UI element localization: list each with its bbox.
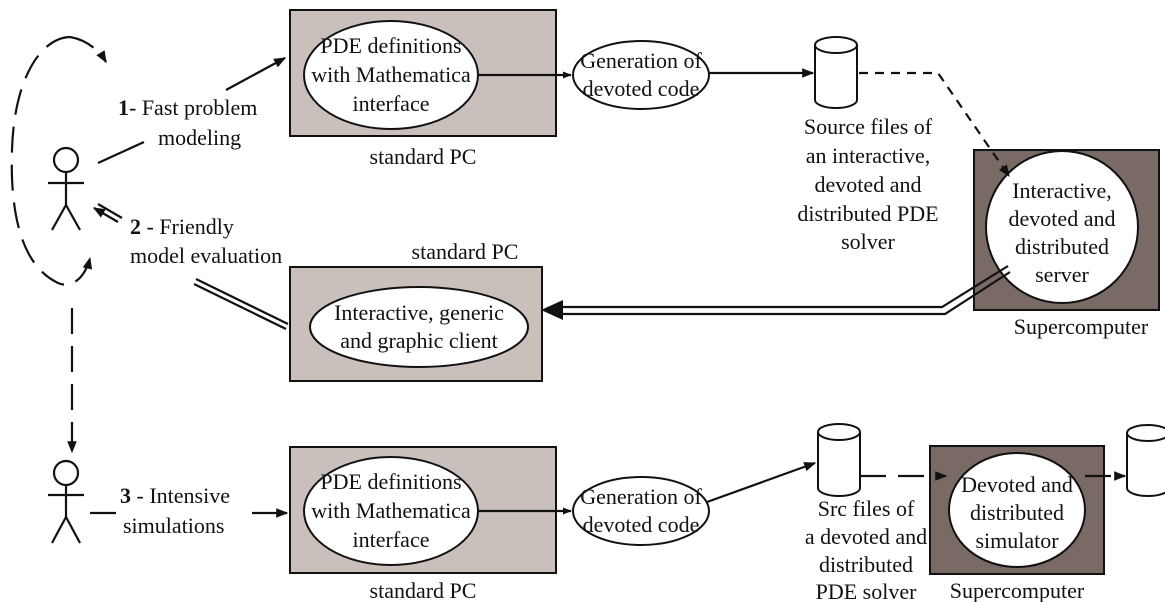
bottom-gen-text-2: devoted code [583,512,700,537]
bottom-code-generation-node [572,476,710,546]
bottom-pde-text-2: with Mathematica [311,498,471,523]
source-files-text-3: devoted and [815,172,922,197]
server-to-client-arrowhead [541,300,563,320]
step1-label: 1- Fast problem [118,95,257,120]
step2-double-line-a [195,278,289,325]
step1-arrow-in [97,140,145,165]
user-figure-top-icon [48,146,84,231]
source-files-text-2: an interactive, [806,143,931,168]
step3-label-line2: simulations [123,513,224,538]
source-files-text-4: distributed PDE [797,201,938,226]
client-text-2: and graphic client [340,328,498,353]
step3-label: 3 - Intensive [120,483,230,508]
simulator-text-1: Devoted and [961,472,1073,497]
top-gen-text-2: devoted code [583,76,700,101]
server-to-client-line-a [563,265,1009,309]
simulator-text-2: distributed [970,500,1064,525]
server-supercomputer-label: Supercomputer [1014,314,1149,339]
client-node [309,286,529,368]
step1-arrow-out [225,57,287,91]
top-pde-text-1: PDE definitions [320,33,461,58]
server-text-3: distributed [1015,234,1109,259]
src-files-text-1: Src files of [818,496,915,521]
src-files-text-3: distributed [819,552,913,577]
step2-label-line2: model evaluation [130,243,282,268]
source-files-database-icon [814,36,858,109]
simulator-text-3: simulator [975,528,1059,553]
server-text-4: server [1035,262,1089,287]
client-pc-label: standard PC [412,239,519,264]
server-to-client-line-b [563,271,1011,316]
simulator-supercomputer-label: Supercomputer [950,578,1085,602]
top-pde-text-3: interface [353,91,430,116]
bottom-pc-label: standard PC [370,578,477,602]
bottom-pde-text-3: interface [353,527,430,552]
user-loop-arrow-segment [69,35,107,64]
server-text-1: Interactive, [1012,178,1112,203]
step2-arrow-to-user-line2 [97,203,123,219]
output-database-icon [1126,424,1165,497]
src-files-text-2: a devoted and [805,524,927,549]
simulator-node [948,452,1086,568]
user-figure-bottom-icon [48,459,84,544]
top-pc-label: standard PC [370,144,477,169]
bottom-pde-text-1: PDE definitions [320,469,461,494]
server-text-2: devoted and [1009,206,1116,231]
top-pde-text-2: with Mathematica [311,62,471,87]
step2-double-line-b [193,283,287,330]
source-files-text-1: Source files of [804,114,933,139]
src-files-database-icon [817,423,861,497]
bottom-gen-text-1: Generation of [580,484,702,509]
files-to-server-dashed-arrow [859,71,1010,177]
step2-label: 2 - Friendly [130,214,234,239]
step2-arrow-to-user [92,207,119,223]
client-text-1: Interactive, generic [334,300,504,325]
src-files-text-4: PDE solver [816,579,918,602]
bottom-gen-to-files-arrow [706,461,817,504]
step1-label-line2: modeling [158,125,241,150]
source-files-text-5: solver [841,229,895,254]
top-gen-text-1: Generation of [580,48,702,73]
user-loop-dashed-connector [10,35,93,286]
server-node [985,150,1139,304]
top-code-generation-node [572,40,710,110]
